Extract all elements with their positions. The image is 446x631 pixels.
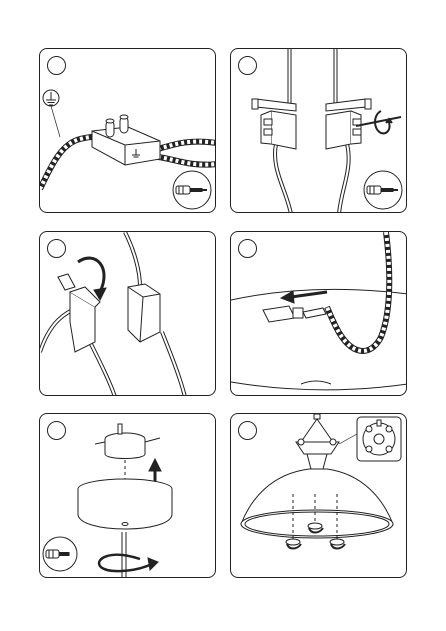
step-4-illustration (231, 232, 407, 396)
bulb-socket-detail-icon (357, 417, 401, 461)
step-3-illustration (40, 232, 216, 396)
flathead-screwdriver-icon (43, 537, 77, 571)
step-3-panel (39, 231, 216, 396)
step-number-6 (238, 421, 257, 440)
connector-block (92, 115, 160, 165)
canopy (78, 479, 172, 529)
step-2-illustration (231, 49, 407, 213)
step-1-illustration (40, 49, 216, 213)
flathead-screwdriver-icon (356, 117, 401, 126)
step-number-2 (238, 56, 257, 75)
flathead-screwdriver-icon (364, 171, 402, 209)
step-number-1 (47, 56, 66, 75)
step-number-5 (47, 421, 66, 440)
connector-block (263, 306, 326, 322)
terminal-block-left (252, 99, 296, 149)
straight-arrow-left-icon (281, 291, 327, 303)
ceiling-box (95, 424, 160, 459)
step-1-panel (39, 48, 216, 213)
step-6-illustration (231, 414, 407, 578)
step-5-illustration (40, 414, 216, 578)
step-5-panel (39, 413, 216, 578)
earth-ground-icon (43, 90, 59, 106)
lamp-holder (296, 439, 339, 469)
step-4-panel (230, 231, 407, 396)
step-number-3 (47, 239, 66, 258)
step-number-4 (238, 239, 257, 258)
rotate-arrow-icon (99, 555, 158, 571)
step-6-panel (230, 413, 407, 578)
step-2-panel (230, 48, 407, 213)
connector-cover-closed (128, 284, 160, 342)
flathead-screwdriver-icon (173, 171, 211, 209)
